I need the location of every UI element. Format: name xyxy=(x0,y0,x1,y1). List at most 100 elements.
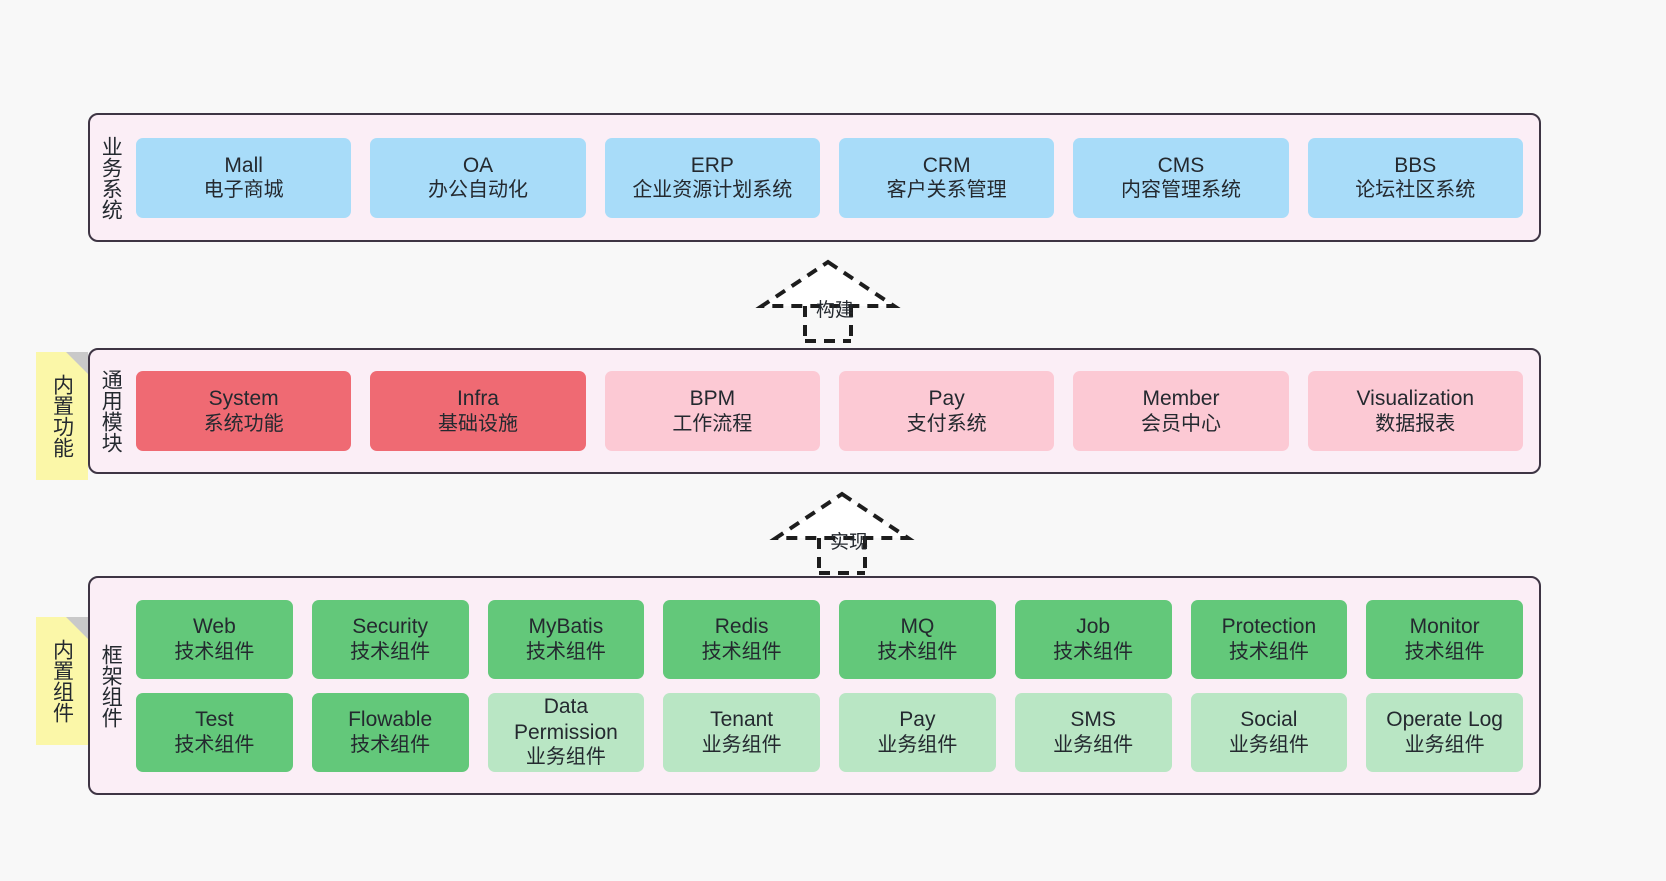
card-row: System 系统功能 Infra 基础设施 BPM 工作流程 Pay 支付系统… xyxy=(136,371,1523,451)
card-visualization[interactable]: Visualization 数据报表 xyxy=(1307,371,1523,451)
card-security[interactable]: Security 技术组件 xyxy=(311,599,469,679)
sticky-note-builtin-features: 内置功能 xyxy=(36,352,88,480)
card-operate-log[interactable]: Operate Log 业务组件 xyxy=(1366,692,1523,772)
card-title: Pay xyxy=(928,387,965,410)
card-subtitle: 技术组件 xyxy=(701,640,782,663)
card-bpm[interactable]: BPM 工作流程 xyxy=(604,371,820,451)
card-subtitle: 数据报表 xyxy=(1375,412,1456,435)
card-flowable[interactable]: Flowable 技术组件 xyxy=(311,692,469,772)
card-subtitle: 技术组件 xyxy=(350,640,431,663)
section-common-modules: 通用模块 System 系统功能 Infra 基础设施 BPM 工作流程 Pay… xyxy=(88,348,1541,474)
section-label-business-system: 业务系统 xyxy=(99,135,123,220)
section-body-common-modules: System 系统功能 Infra 基础设施 BPM 工作流程 Pay 支付系统… xyxy=(130,350,1539,472)
card-tenant[interactable]: Tenant 业务组件 xyxy=(663,692,820,772)
card-title: OA xyxy=(462,153,494,177)
section-business-system: 业务系统 Mall 电子商城 OA 办公自动化 ERP 企业资源计划系统 CRM… xyxy=(88,113,1541,242)
card-title: Protection xyxy=(1221,615,1317,638)
card-subtitle: 业务组件 xyxy=(1053,733,1134,756)
card-erp[interactable]: ERP 企业资源计划系统 xyxy=(604,137,820,218)
card-cms[interactable]: CMS 内容管理系统 xyxy=(1073,137,1289,218)
card-title: Infra xyxy=(456,387,499,410)
card-subtitle: 业务组件 xyxy=(1404,733,1485,756)
card-member[interactable]: Member 会员中心 xyxy=(1073,371,1289,451)
card-system[interactable]: System 系统功能 xyxy=(136,371,352,451)
card-subtitle: 论坛社区系统 xyxy=(1355,179,1476,202)
card-data-permission[interactable]: Data Permission 业务组件 xyxy=(487,692,645,772)
card-subtitle: 技术组件 xyxy=(1053,640,1134,663)
card-subtitle: 业务组件 xyxy=(877,733,958,756)
card-title: Data Permission xyxy=(513,695,618,744)
folded-corner-icon xyxy=(66,617,88,639)
card-title: Operate Log xyxy=(1386,708,1503,731)
card-title: Member xyxy=(1142,387,1220,410)
connector-implement-arrow xyxy=(769,491,915,575)
card-title: CMS xyxy=(1157,153,1205,177)
card-oa[interactable]: OA 办公自动化 xyxy=(370,137,586,218)
card-title: MyBatis xyxy=(528,615,604,638)
card-mall[interactable]: Mall 电子商城 xyxy=(136,137,352,218)
card-subtitle: 企业资源计划系统 xyxy=(632,179,793,202)
card-protection[interactable]: Protection 技术组件 xyxy=(1190,599,1348,679)
card-subtitle: 系统功能 xyxy=(203,412,284,435)
section-body-business-system: Mall 电子商城 OA 办公自动化 ERP 企业资源计划系统 CRM 客户关系… xyxy=(130,115,1539,240)
card-subtitle: 业务组件 xyxy=(525,746,606,769)
card-subtitle: 技术组件 xyxy=(877,640,958,663)
card-subtitle: 工作流程 xyxy=(672,412,753,435)
card-subtitle: 技术组件 xyxy=(525,640,606,663)
card-title: ERP xyxy=(690,153,734,177)
card-row: Mall 电子商城 OA 办公自动化 ERP 企业资源计划系统 CRM 客户关系… xyxy=(136,137,1523,218)
card-subtitle: 技术组件 xyxy=(174,733,255,756)
card-crm[interactable]: CRM 客户关系管理 xyxy=(838,137,1055,218)
card-row: Web 技术组件 Security 技术组件 MyBatis 技术组件 Redi… xyxy=(136,599,1523,679)
card-subtitle: 支付系统 xyxy=(906,412,987,435)
sticky-note-label: 内置组件 xyxy=(50,639,74,723)
card-title: Tenant xyxy=(710,708,774,731)
card-subtitle: 技术组件 xyxy=(1404,640,1485,663)
section-label-framework-components: 框架组件 xyxy=(99,643,123,728)
card-subtitle: 技术组件 xyxy=(350,733,431,756)
section-framework-components: 框架组件 Web 技术组件 Security 技术组件 MyBatis 技术组件… xyxy=(88,576,1541,795)
card-title: Security xyxy=(352,615,429,638)
card-subtitle: 办公自动化 xyxy=(427,179,528,202)
card-subtitle: 业务组件 xyxy=(1228,733,1309,756)
card-sms[interactable]: SMS 业务组件 xyxy=(1014,692,1172,772)
card-subtitle: 技术组件 xyxy=(174,640,255,663)
connector-build-label: 构建 xyxy=(816,300,855,321)
card-title: Mall xyxy=(224,153,263,177)
card-title: Flowable xyxy=(348,708,433,731)
card-title: CRM xyxy=(922,153,971,177)
connector-build-arrow xyxy=(755,259,901,343)
card-job[interactable]: Job 技术组件 xyxy=(1014,599,1172,679)
card-title: BPM xyxy=(689,387,736,410)
card-mq[interactable]: MQ 技术组件 xyxy=(839,599,996,679)
card-subtitle: 技术组件 xyxy=(1228,640,1309,663)
sticky-note-label: 内置功能 xyxy=(50,374,74,458)
connector-build: 构建 xyxy=(755,258,901,343)
connector-implement-label: 实现 xyxy=(830,532,869,553)
card-web[interactable]: Web 技术组件 xyxy=(136,599,293,679)
card-title: SMS xyxy=(1070,708,1116,731)
card-subtitle: 业务组件 xyxy=(701,733,782,756)
card-social[interactable]: Social 业务组件 xyxy=(1190,692,1348,772)
card-subtitle: 会员中心 xyxy=(1140,412,1221,435)
card-title: System xyxy=(208,387,279,410)
card-test[interactable]: Test 技术组件 xyxy=(136,692,293,772)
card-subtitle: 电子商城 xyxy=(203,179,284,202)
card-pay-component[interactable]: Pay 业务组件 xyxy=(839,692,996,772)
card-title: Test xyxy=(195,708,234,731)
card-monitor[interactable]: Monitor 技术组件 xyxy=(1366,599,1523,679)
card-mybatis[interactable]: MyBatis 技术组件 xyxy=(487,599,645,679)
card-bbs[interactable]: BBS 论坛社区系统 xyxy=(1307,137,1523,218)
section-label-common-modules: 通用模块 xyxy=(99,369,123,453)
card-subtitle: 客户关系管理 xyxy=(886,179,1007,202)
card-title: Pay xyxy=(899,708,936,731)
card-pay-module[interactable]: Pay 支付系统 xyxy=(838,371,1055,451)
connector-implement: 实现 xyxy=(769,490,915,575)
card-subtitle: 内容管理系统 xyxy=(1120,179,1241,202)
card-redis[interactable]: Redis 技术组件 xyxy=(663,599,820,679)
section-body-framework-components: Web 技术组件 Security 技术组件 MyBatis 技术组件 Redi… xyxy=(130,578,1539,793)
card-infra[interactable]: Infra 基础设施 xyxy=(370,371,586,451)
sticky-note-builtin-components: 内置组件 xyxy=(36,617,88,745)
card-title: Monitor xyxy=(1409,615,1480,638)
